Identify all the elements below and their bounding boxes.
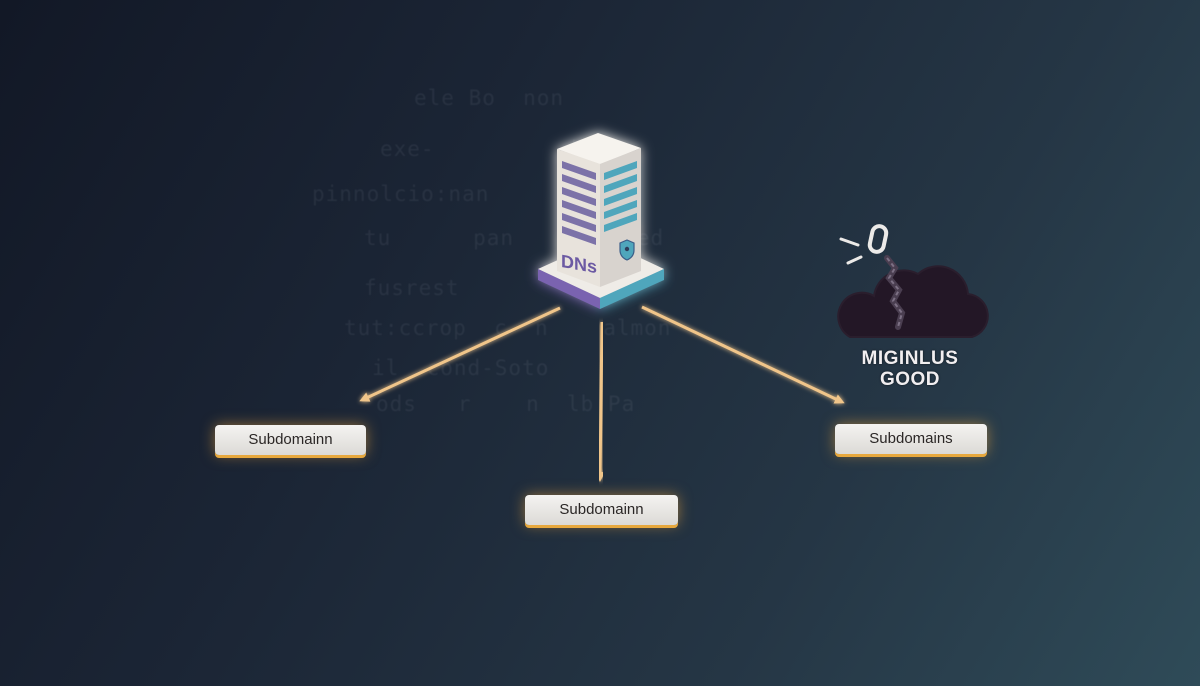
broken-cloud-text: MIGINLUS GOOD <box>810 348 1010 390</box>
arrow-to-center-subdomain <box>595 321 606 482</box>
background-code-line: tu pan Red <box>364 226 665 250</box>
arrow-to-right-subdomain <box>641 305 845 404</box>
background-code-line: ods r n lb Pa <box>376 392 636 416</box>
broken-cloud-text-line1: MIGINLUS <box>861 348 959 369</box>
background-code-line: tut:ccrop c n almon <box>344 316 672 340</box>
broken-cloud-icon <box>837 255 989 338</box>
subdomain-node-center: Subdomainn <box>525 495 678 525</box>
subdomain-node-right: Subdomains <box>835 424 987 454</box>
broken-cloud-text-line2: GOOD <box>879 369 941 390</box>
arrow-to-left-subdomain <box>359 306 561 402</box>
background-code-line: ele Bo non <box>414 86 565 110</box>
subdomain-node-left: Subdomainn <box>215 425 366 455</box>
dns-server-icon: DNs <box>538 133 664 309</box>
broken-link-icon <box>839 224 889 265</box>
